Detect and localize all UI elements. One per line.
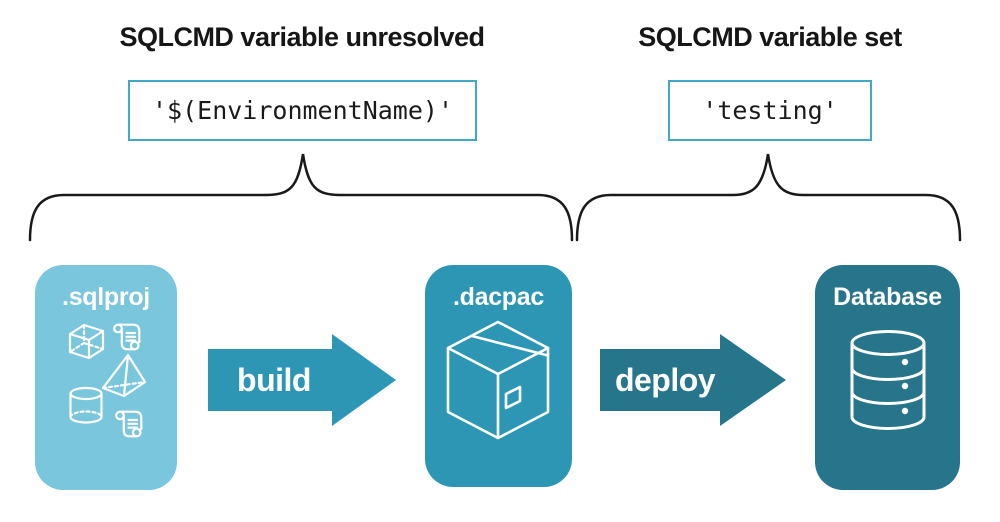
- node-dacpac: .dacpac: [425, 265, 572, 487]
- right-curly-brace: [575, 153, 962, 242]
- deploy-arrow: deploy: [600, 332, 788, 428]
- database-icon: [850, 330, 926, 430]
- testing-value: 'testing': [702, 96, 838, 125]
- build-arrow-label: build: [237, 361, 311, 398]
- environment-variable-value: '$(EnvironmentName)': [151, 96, 454, 125]
- node-database-label: Database: [833, 283, 942, 311]
- node-dacpac-label: .dacpac: [452, 283, 544, 311]
- package-icon: [446, 320, 550, 440]
- deploy-arrow-label: deploy: [614, 361, 716, 398]
- build-arrow: build: [208, 332, 398, 428]
- script-scroll-icon: [115, 410, 143, 438]
- right-arrow-shape: [600, 334, 786, 426]
- pyramid-icon: [101, 353, 146, 398]
- node-sqlproj: .sqlproj: [35, 265, 177, 490]
- left-curly-brace: [28, 153, 574, 242]
- node-database: Database: [815, 265, 960, 490]
- heading-sqlcmd-set: SQLCMD variable set: [638, 21, 902, 52]
- value-box-environment-variable: '$(EnvironmentName)': [128, 80, 477, 141]
- package-label-square: [504, 385, 522, 410]
- cylinder-icon: [69, 386, 103, 424]
- heading-sqlcmd-unresolved: SQLCMD variable unresolved: [119, 21, 485, 52]
- cube-icon: [68, 323, 105, 360]
- script-scroll-icon: [113, 323, 141, 351]
- node-sqlproj-label: .sqlproj: [62, 283, 150, 311]
- value-box-testing: 'testing': [668, 80, 872, 141]
- sql-objects-icon: [68, 323, 146, 438]
- right-arrow-shape: [208, 334, 396, 426]
